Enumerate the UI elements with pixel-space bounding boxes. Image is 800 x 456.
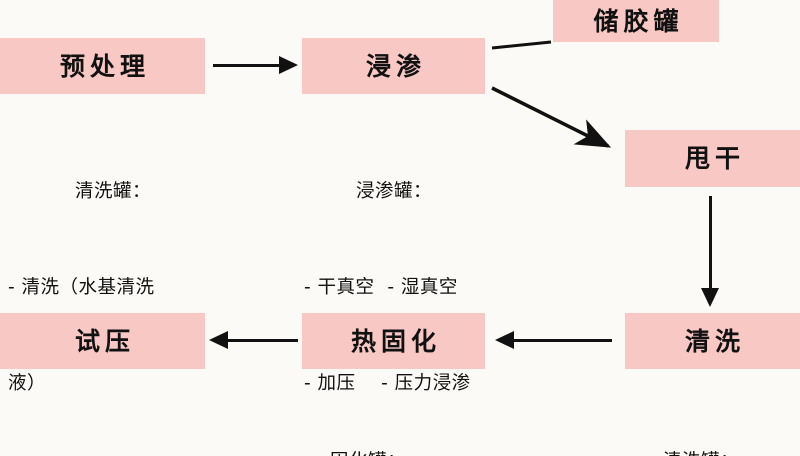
node-clean-label: 清洗: [684, 326, 745, 356]
node-pressure-test[interactable]: 试压: [0, 313, 205, 369]
node-cure[interactable]: 热固化: [302, 313, 485, 369]
caption-pretreat-line-2: 液）: [8, 373, 47, 394]
node-pretreat-label: 预处理: [59, 51, 150, 81]
arrow-head-left-icon: [495, 331, 514, 349]
node-cure-label: 热固化: [350, 326, 441, 356]
caption-impregnate-line-2: - 加压 - 压力浸渗: [304, 373, 471, 394]
arrow-line: [226, 339, 298, 342]
caption-cure: 固化罐： - 热水固化: [322, 382, 502, 456]
node-glue-tank[interactable]: 储胶罐: [553, 0, 719, 42]
node-glue-tank-label: 储胶罐: [593, 6, 684, 36]
node-pressure-test-label: 试压: [74, 326, 135, 356]
arrow-head-left-icon: [209, 331, 228, 349]
node-impregnate[interactable]: 浸渗: [302, 38, 485, 94]
arrow-line: [512, 339, 612, 342]
arrow-line: [709, 196, 712, 288]
caption-impregnate-title: 浸渗罐：: [356, 181, 433, 202]
caption-clean-title: 清洗罐：: [655, 446, 800, 456]
caption-pretreat-title: 清洗罐：: [74, 181, 151, 202]
caption-pressure-test: 压力检测: [0, 390, 195, 456]
arrow-line: [213, 64, 283, 67]
node-pretreat[interactable]: 预处理: [0, 38, 205, 94]
line-glue-tank-to-impregnate: [491, 40, 552, 50]
node-spin-dry-label: 甩干: [684, 144, 745, 173]
node-impregnate-label: 浸渗: [365, 51, 426, 81]
caption-cure-title: 固化罐：: [322, 446, 502, 456]
arrow-head-down-icon: [701, 288, 719, 307]
caption-pretreat-line-1: - 清洗（水基清洗: [8, 277, 155, 298]
node-clean[interactable]: 清洗: [625, 313, 800, 369]
caption-pretreat: 清洗罐： - 清洗（水基清洗 液） - 干燥: [8, 112, 218, 456]
arrow-head-right-icon: [279, 56, 298, 74]
caption-impregnate: 浸渗罐： - 干真空 - 湿真空 - 加压 - 压力浸渗 - 排液 - 恢复常压: [304, 112, 554, 456]
caption-clean: 清洗罐： - 两次清洗: [655, 382, 800, 456]
caption-impregnate-line-1: - 干真空 - 湿真空: [304, 277, 458, 298]
node-spin-dry[interactable]: 甩干: [625, 130, 800, 187]
